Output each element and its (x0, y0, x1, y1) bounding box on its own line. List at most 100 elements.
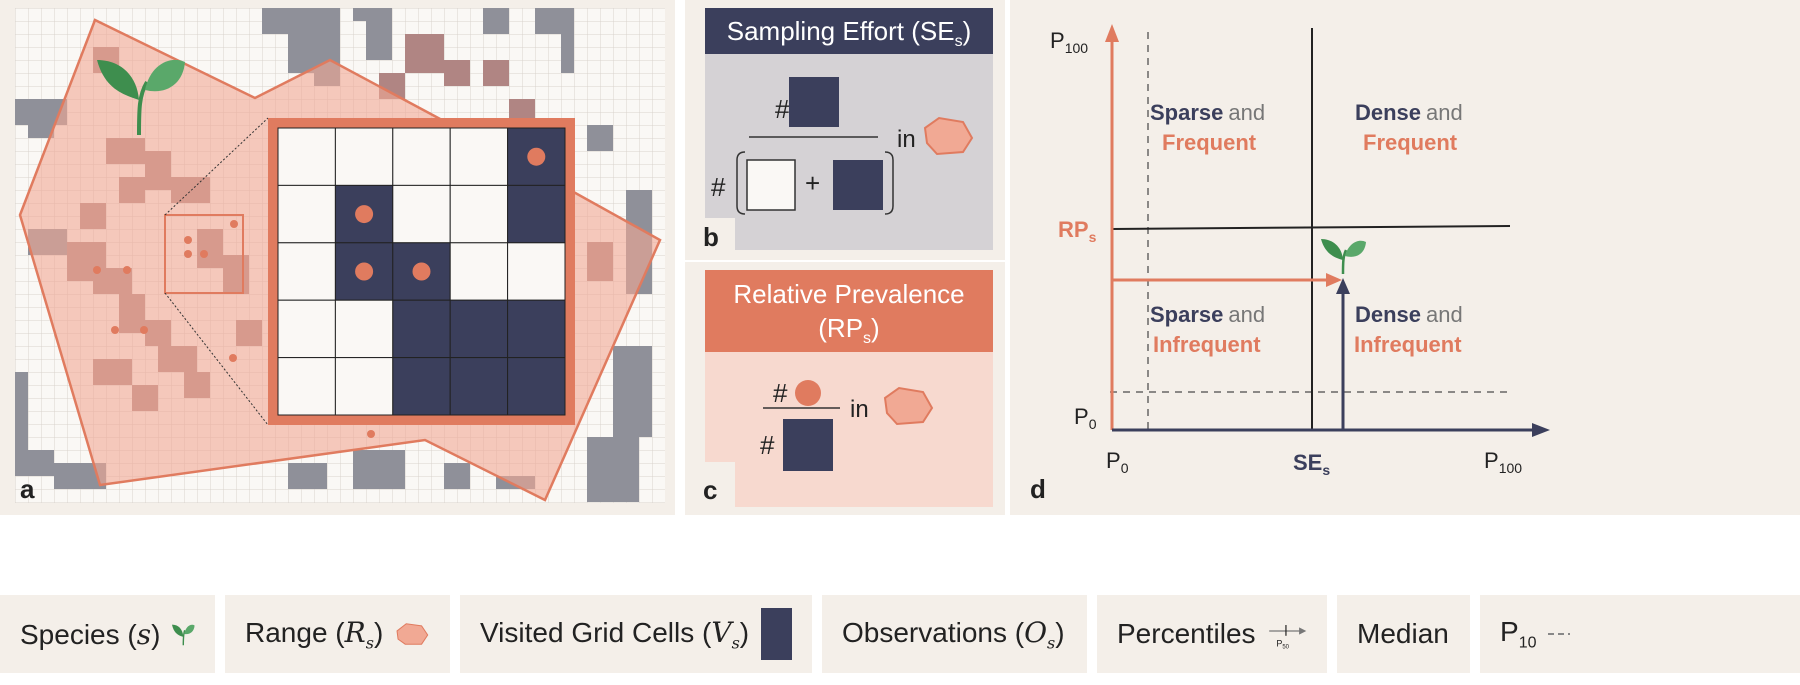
panel-b: Sampling Effort (SEs) # # + in b (685, 0, 1005, 260)
grid-cell (613, 476, 626, 489)
y-top-label: P100 (1050, 28, 1088, 56)
grid-cell (496, 73, 509, 86)
x-axis-arrowhead (1532, 423, 1550, 437)
grid-cell (600, 489, 613, 502)
grid-cell (418, 34, 431, 47)
grid-cell (41, 450, 54, 463)
map-grid-figure (15, 8, 665, 503)
panel-c: Relative Prevalence (RPs) # # in c (685, 262, 1005, 515)
panel-b-label: b (703, 222, 719, 252)
svg-text:Frequent: Frequent (1363, 130, 1458, 155)
grid-cell (457, 476, 470, 489)
observation-dot (230, 220, 238, 228)
grid-cell (392, 450, 405, 463)
grid-cell (405, 47, 418, 60)
grid-cell (379, 463, 392, 476)
zoom-source-box (164, 214, 244, 294)
grid-cell (639, 424, 652, 437)
grid-cell (626, 372, 639, 385)
grid-cell (626, 424, 639, 437)
inset-empty-cell (334, 299, 394, 359)
visited-cell-icon (783, 419, 833, 471)
panel-c-title: Relative Prevalence (RPs) (705, 270, 993, 352)
in-word: in (897, 126, 916, 153)
visited-cell-icon-2 (833, 160, 883, 210)
relative-prevalence-formula: # # in (705, 378, 934, 507)
grid-cell (600, 476, 613, 489)
grid-cell (327, 47, 340, 60)
legend-range: Range (Rs) (225, 595, 450, 673)
p10-dashed-line-icon (1548, 633, 1571, 635)
inset-observation-dot (355, 205, 374, 224)
grid-cell (15, 450, 28, 463)
range-polygon-icon (923, 116, 974, 156)
grid-cell (535, 21, 548, 34)
inset-empty-cell (449, 127, 509, 186)
grid-cell (561, 34, 574, 47)
grid-cell (288, 34, 301, 47)
grid-cell (392, 476, 405, 489)
grid-cell (418, 60, 431, 73)
svg-text:P50: P50 (1276, 639, 1289, 651)
observation-dots (93, 220, 375, 438)
species-sprout-icon (1321, 239, 1366, 275)
grid-cell (288, 476, 301, 489)
inset-empty-cell (277, 184, 336, 244)
grid-cell (587, 138, 600, 151)
grid-cell (483, 60, 496, 73)
grid-cell (431, 60, 444, 73)
grid-cell (288, 21, 301, 34)
grid-cell (613, 437, 626, 450)
panel-b-title: Sampling Effort (SEs) (705, 8, 993, 54)
legend-visited-cells: Visited Grid Cells (Vs) (460, 595, 812, 673)
grid-cell (327, 8, 340, 21)
y-axis-arrowhead (1105, 24, 1119, 42)
svg-text:Frequent: Frequent (1162, 130, 1257, 155)
grid-cell (587, 437, 600, 450)
grid-cell (15, 372, 28, 385)
observation-dot (111, 326, 119, 334)
grid-cell (613, 463, 626, 476)
grid-cell (353, 8, 366, 21)
grid-cell (41, 463, 54, 476)
zoom-inset-cells (277, 127, 566, 416)
grid-cell (366, 450, 379, 463)
grid-cell (639, 359, 652, 372)
inset-visited-cell (392, 357, 451, 416)
inset-empty-cell (392, 184, 451, 244)
grid-cell (639, 346, 652, 359)
grid-cell (314, 34, 327, 47)
grid-cell (561, 60, 574, 73)
grid-cell (28, 112, 41, 125)
hash-denominator: # (711, 172, 726, 202)
grid-cell (379, 476, 392, 489)
grid-cell (561, 47, 574, 60)
inset-observation-dot (527, 147, 546, 166)
grid-cell (496, 21, 509, 34)
se-marker-label: SEs (1293, 450, 1330, 478)
grid-cell (392, 73, 405, 86)
grid-cell (626, 476, 639, 489)
empty-cell-icon (746, 159, 796, 211)
grid-cell (379, 47, 392, 60)
grid-cell (314, 476, 327, 489)
grid-cell (522, 99, 535, 112)
grid-cell (600, 138, 613, 151)
grid-cell (626, 203, 639, 216)
grid-cell (67, 476, 80, 489)
grid-cell (639, 385, 652, 398)
grid-cell (28, 463, 41, 476)
grid-cell (366, 21, 379, 34)
grid-cell (457, 60, 470, 73)
grid-cell (535, 8, 548, 21)
grid-cell (275, 21, 288, 34)
sampling-effort-formula: # # + in (705, 77, 974, 250)
inset-empty-cell (334, 127, 394, 186)
grid-cell (626, 359, 639, 372)
grid-cell (626, 385, 639, 398)
grid-cell (15, 411, 28, 424)
grid-cell (587, 489, 600, 502)
grid-cell (626, 411, 639, 424)
